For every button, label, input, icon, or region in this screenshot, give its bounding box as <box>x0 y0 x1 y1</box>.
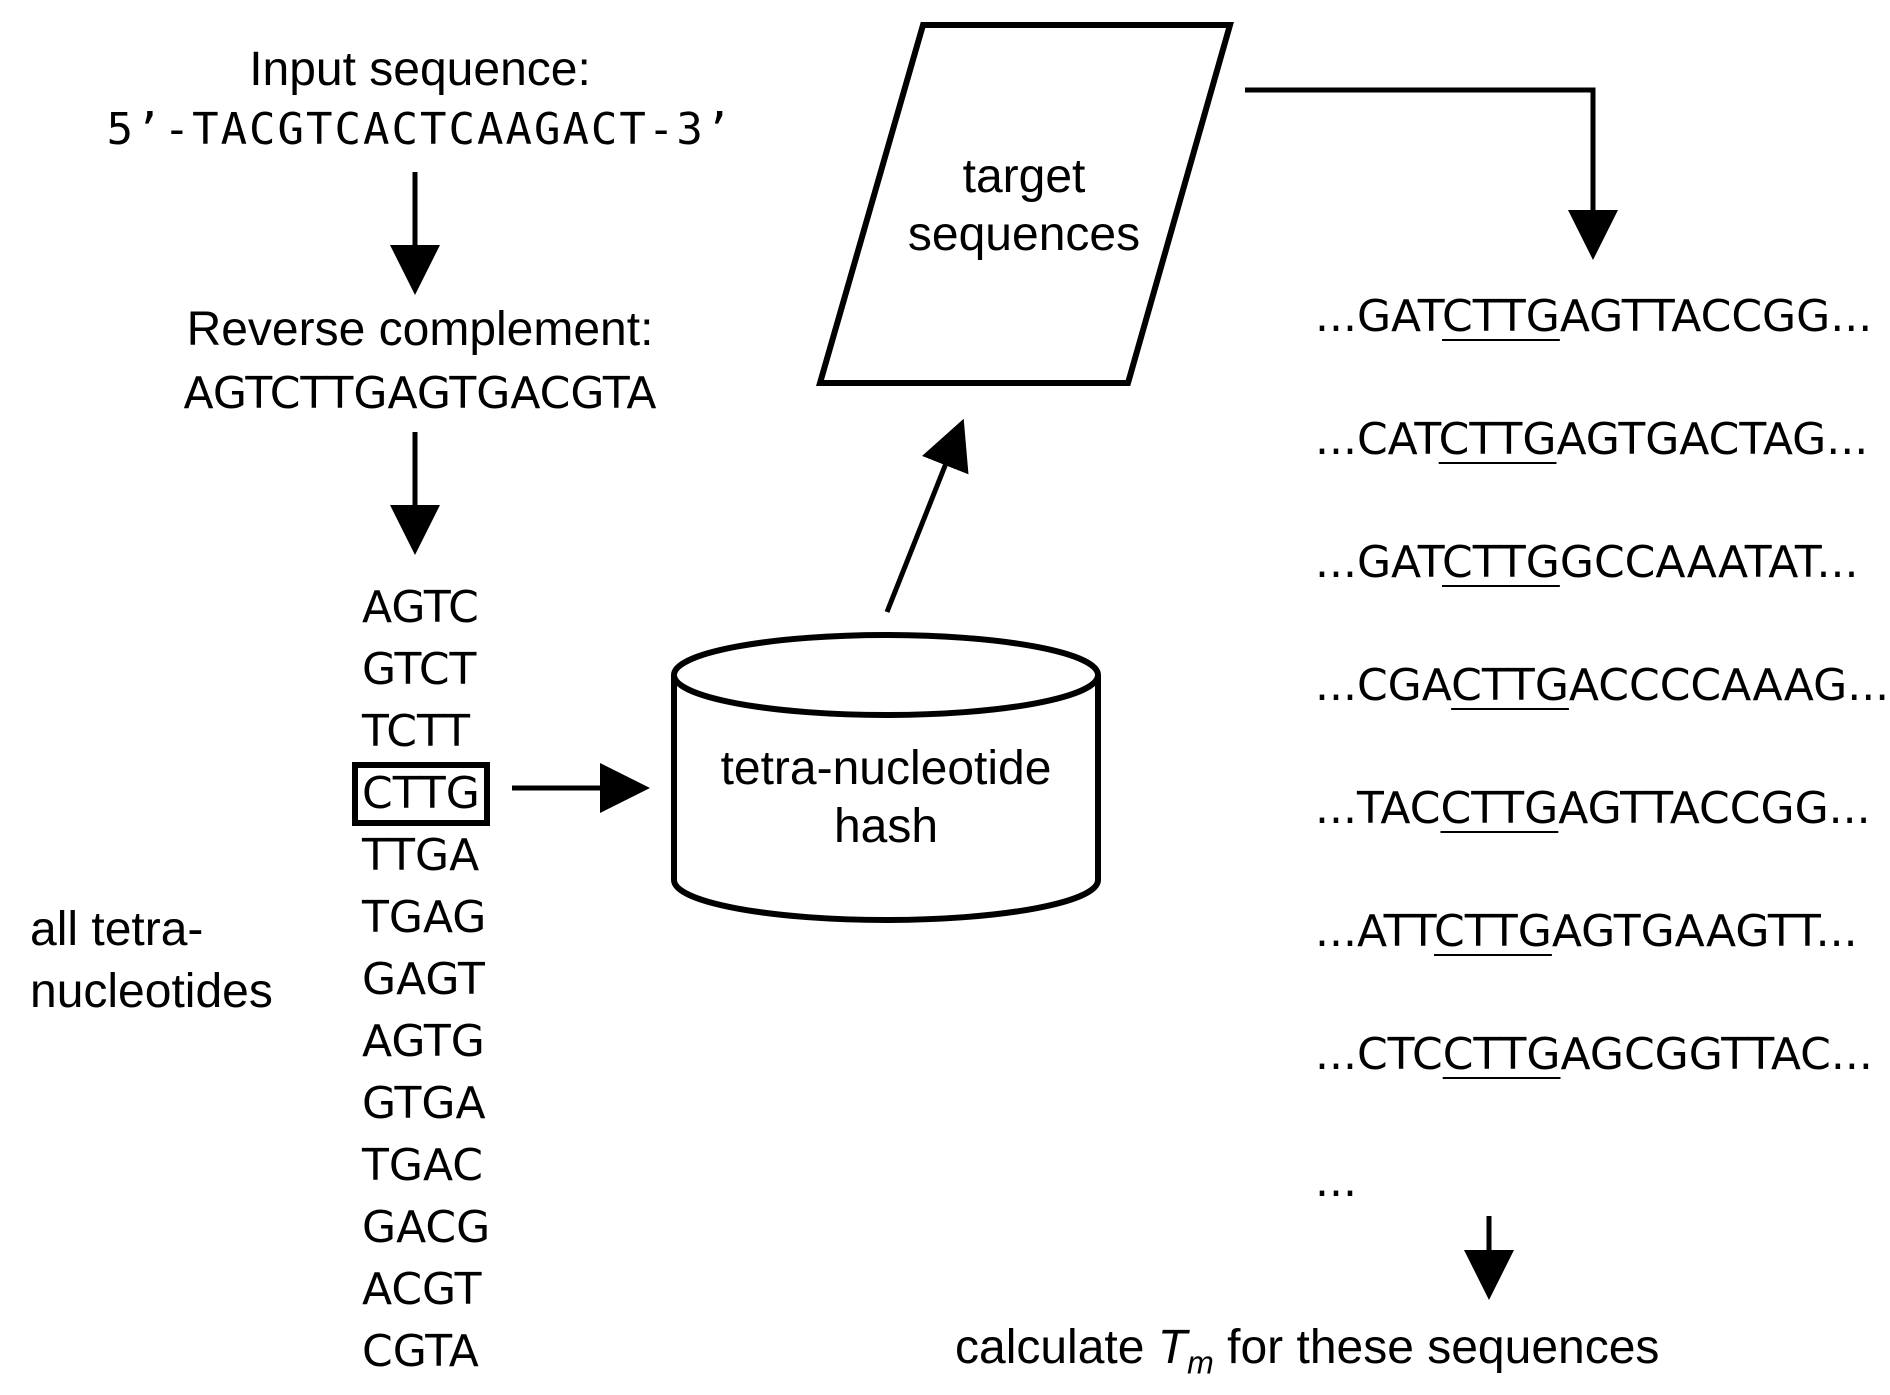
kmer-item: GAGT <box>362 954 485 1005</box>
hash-label-line2: hash <box>833 799 939 853</box>
result-prefix: calculate <box>955 1321 1145 1374</box>
kmer-item: AGTC <box>362 582 479 633</box>
match-prefix: ...TAC <box>1315 783 1441 834</box>
targets-label: target sequences <box>908 148 1140 263</box>
arrow-targets-to-matches <box>1245 87 1618 260</box>
kmer-item: TGAC <box>362 1140 484 1191</box>
target-sequences-shape <box>816 22 1234 386</box>
targets-label-line1: target <box>962 150 1086 203</box>
match-row: ...CATCTTGAGTGACTAG... <box>1315 418 1868 462</box>
match-hit: CTTG <box>1438 414 1557 465</box>
match-prefix: ...ATT <box>1315 906 1435 957</box>
match-prefix: ...GAT <box>1315 291 1443 342</box>
match-hit: CTTG <box>1451 660 1569 711</box>
match-prefix: ...CAT <box>1315 414 1439 465</box>
match-row: ...ATTCTTGAGTGAAGTT... <box>1315 910 1858 954</box>
match-hit: CTTG <box>1442 537 1560 588</box>
match-row: ...GATCTTGAGTTACCGG... <box>1315 295 1872 339</box>
hash-label: tetra-nucleotide hash <box>721 740 1052 855</box>
match-suffix: AGTGACTAG... <box>1556 414 1869 465</box>
result-sub: m <box>1187 1344 1214 1381</box>
kmer-item: GTGA <box>362 1078 486 1129</box>
hash-cylinder <box>671 632 1101 923</box>
kmer-item: TGAG <box>362 892 487 943</box>
match-row: ...TACCTTGAGTTACCGG... <box>1315 787 1871 831</box>
match-suffix: AGCGGTTAC... <box>1560 1029 1873 1080</box>
arrow-hash-to-targets <box>884 418 969 613</box>
match-hit: CTTG <box>1442 291 1560 342</box>
kmer-item: GTCT <box>362 644 477 695</box>
match-prefix: ...GAT <box>1315 537 1443 588</box>
revcomp-heading: Reverse complement: <box>186 303 654 356</box>
match-prefix: ...CTC <box>1315 1029 1443 1080</box>
result-suffix: for these sequences <box>1227 1321 1660 1374</box>
input-heading: Input sequence: <box>249 43 591 96</box>
kmer-label-line1: all tetra- <box>30 903 204 956</box>
revcomp-sequence: AGTCTTGAGTGACGTA <box>183 368 657 419</box>
input-sequence: 5’-TACGTCACTCAAGACT-3’ <box>106 104 734 155</box>
match-suffix: AGTGAAGTT... <box>1551 906 1858 957</box>
match-prefix: ...CGA <box>1315 660 1452 711</box>
kmer-item: ACGT <box>362 1264 482 1315</box>
match-hit: CTTG <box>1440 783 1559 834</box>
kmer-item: TCTT <box>362 706 471 757</box>
match-suffix: GCCAAATAT... <box>1559 537 1859 588</box>
match-row: ...GATCTTGGCCAAATAT... <box>1315 541 1859 585</box>
kmer-item-highlighted: CTTG <box>352 762 490 826</box>
kmer-item: AGTG <box>362 1016 485 1067</box>
result-T: T <box>1157 1321 1188 1374</box>
match-hit: CTTG <box>1434 906 1552 957</box>
kmer-item: CGTA <box>362 1326 479 1377</box>
match-row: ...CTCCTTGAGCGGTTAC... <box>1315 1033 1873 1077</box>
match-row: ...CGACTTGACCCCAAAG... <box>1315 664 1889 708</box>
match-suffix: AGTTACCGG... <box>1559 291 1873 342</box>
match-more: ... <box>1315 1156 1357 1207</box>
result-text: calculate Tm for these sequences <box>955 1324 1659 1379</box>
match-suffix: AGTTACCGG... <box>1558 783 1871 834</box>
match-hit: CTTG <box>1442 1029 1561 1080</box>
hash-label-line1: tetra-nucleotide <box>720 742 1052 795</box>
kmer-label-line2: nucleotides <box>30 965 273 1018</box>
kmer-item: TTGA <box>362 830 480 881</box>
match-suffix: ACCCCAAAG... <box>1568 660 1890 711</box>
kmer-item: GACG <box>362 1202 491 1253</box>
targets-label-line2: sequences <box>907 207 1141 261</box>
